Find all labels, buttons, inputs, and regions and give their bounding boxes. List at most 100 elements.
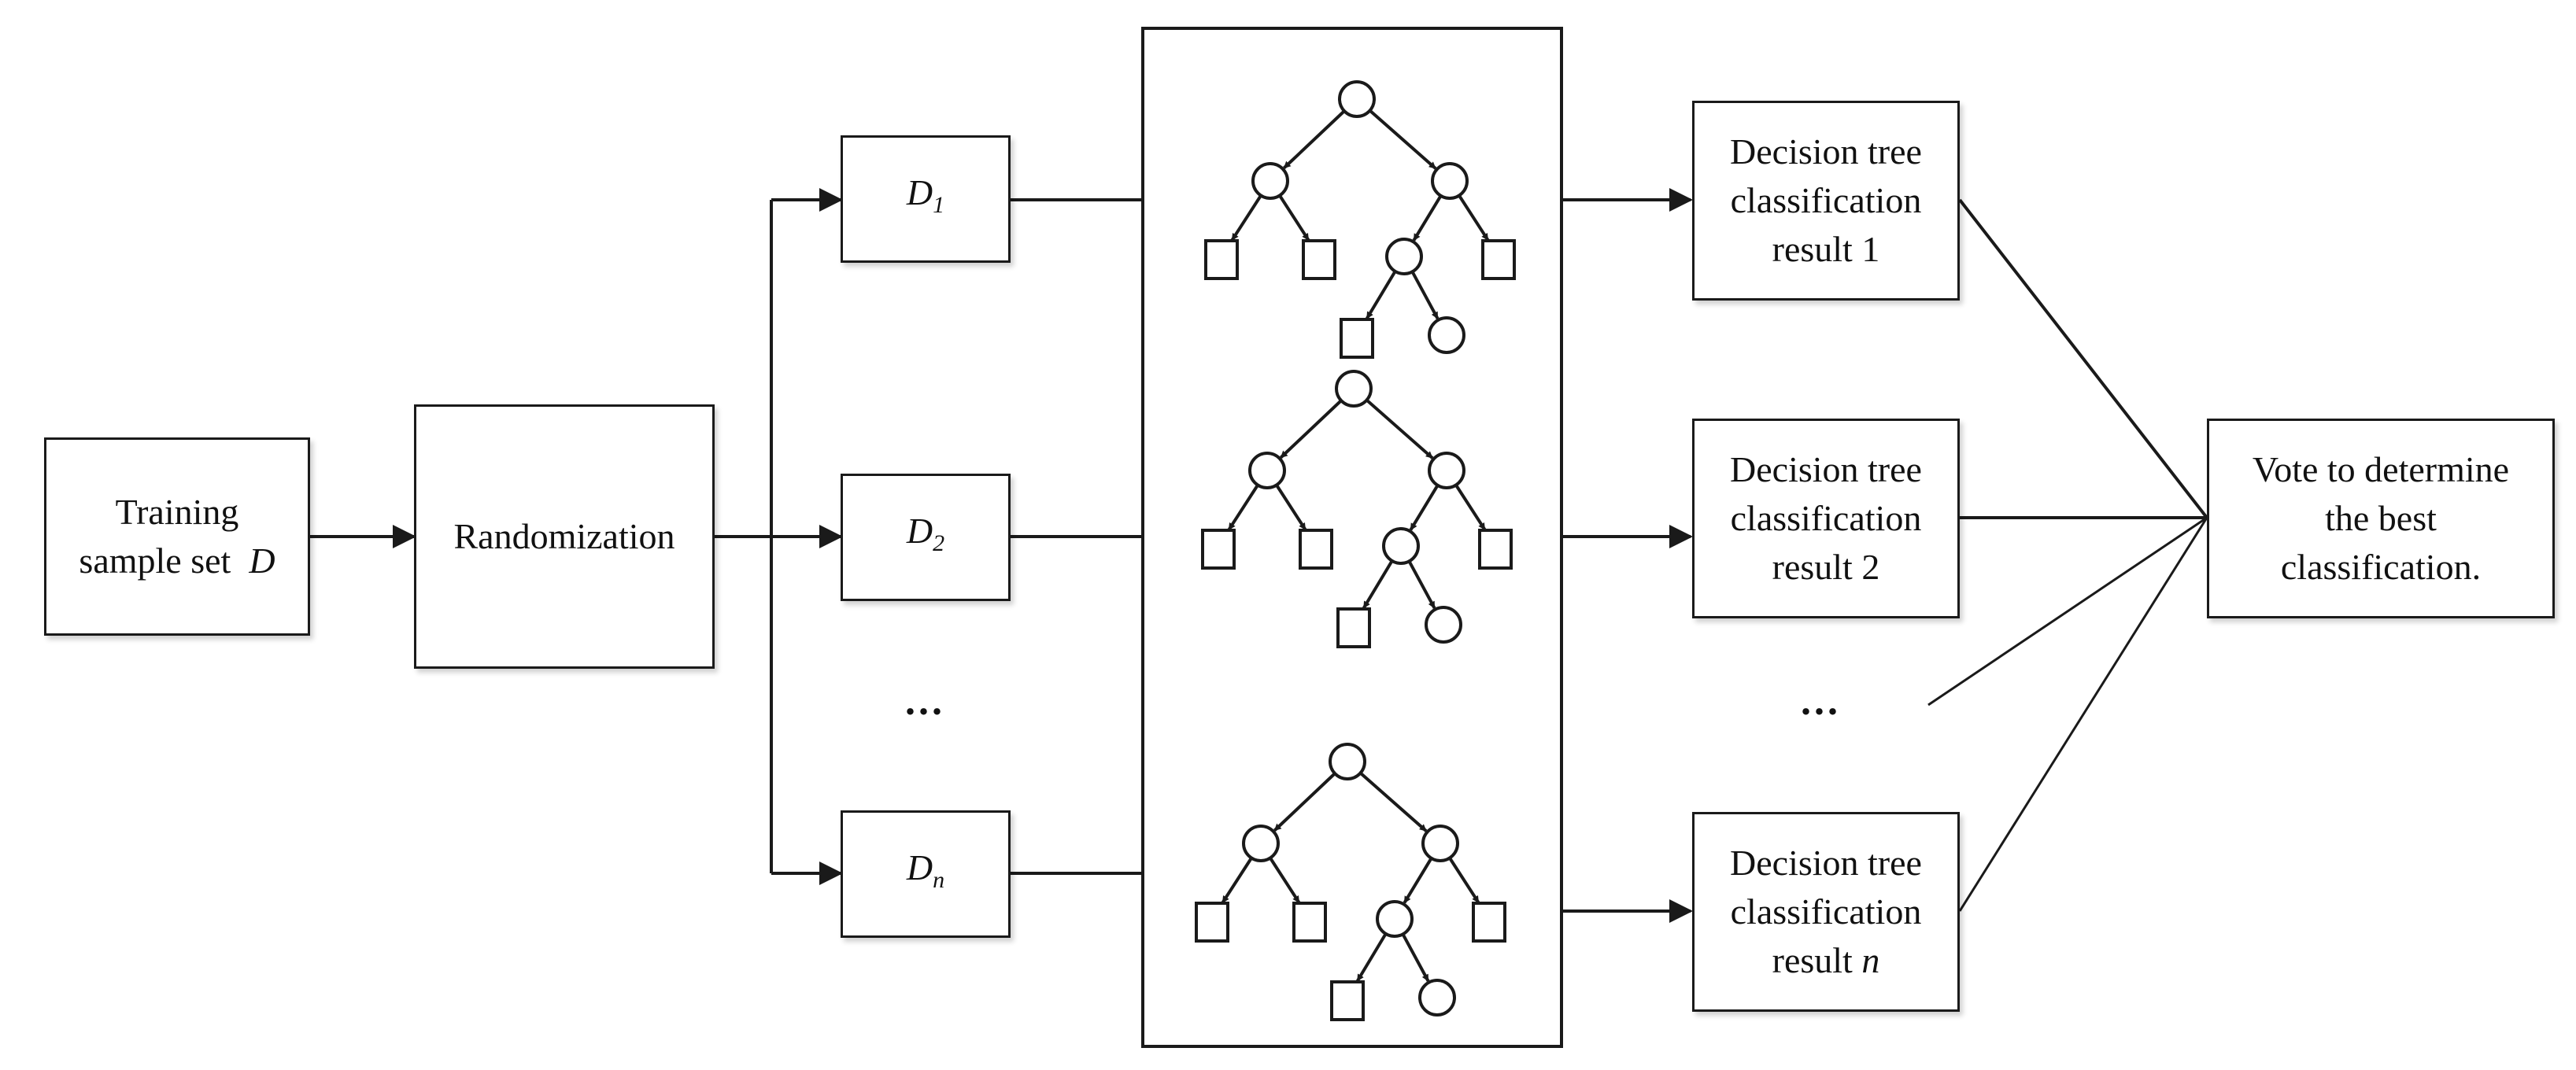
- result-1-line-2: classification: [1730, 180, 1922, 220]
- subset-d2-box: D2: [841, 474, 1011, 601]
- tree-leaf-square: [1195, 902, 1229, 943]
- tree-node-circle: [1329, 743, 1366, 780]
- subset-d1-label: D1: [907, 168, 944, 230]
- line-ellipsis-to-vote: [1927, 516, 2208, 707]
- tree-edge-arrow: [1221, 857, 1253, 904]
- tree-node-circle: [1335, 370, 1373, 408]
- result-n-line-3: result n: [1772, 936, 1880, 985]
- result-1-symbol: 1: [1861, 229, 1880, 269]
- tree-edge-arrow: [1458, 194, 1490, 242]
- vote-line-1: Vote to determine: [2252, 449, 2510, 489]
- result-1-box: Decision tree classification result 1: [1692, 101, 1960, 301]
- subset-d1-sub: 1: [933, 192, 945, 218]
- decision-tree-icon-2: [1201, 370, 1513, 648]
- tree-leaf-square: [1201, 529, 1236, 570]
- tree-edge-arrow: [1275, 484, 1307, 531]
- tree-edge-arrow: [1369, 109, 1437, 170]
- tree-node-circle: [1251, 162, 1289, 200]
- tree-edge-arrow: [1454, 484, 1487, 531]
- result-n-line-3-text: result: [1772, 940, 1853, 980]
- tree-leaf-square: [1336, 607, 1371, 648]
- training-line-2: sample set D: [79, 537, 275, 585]
- subset-d2-sub: 2: [933, 530, 945, 556]
- tree-node-circle: [1385, 238, 1423, 275]
- vote-box: Vote to determine the best classificatio…: [2207, 419, 2555, 618]
- tree-leaf-square: [1204, 239, 1239, 280]
- tree-edge-arrow: [1407, 560, 1436, 609]
- tree-node-circle: [1428, 316, 1465, 354]
- randomization-box: Randomization: [414, 404, 715, 669]
- result-n-box: Decision tree classification result n: [1692, 812, 1960, 1012]
- tree-edge-arrow: [1412, 194, 1443, 242]
- result-1-line-3: result 1: [1772, 225, 1880, 274]
- subset-d2-label: D2: [907, 507, 944, 568]
- tree-node-circle: [1431, 162, 1469, 200]
- result-2-symbol: 2: [1861, 547, 1880, 587]
- training-set-symbol: D: [249, 541, 275, 581]
- tree-edge-arrow: [1359, 772, 1428, 832]
- tree-edge-arrow: [1366, 270, 1397, 319]
- line-result-1-to-vote: [1958, 198, 2208, 519]
- vote-line-2: the best: [2325, 498, 2437, 538]
- result-2-line-3-text: result: [1772, 547, 1853, 587]
- decision-tree-icon-3: [1195, 743, 1506, 1021]
- tree-edge-arrow: [1280, 399, 1343, 459]
- tree-leaf-square: [1302, 239, 1336, 280]
- subset-dn-sub: n: [933, 867, 945, 893]
- randomization-label: Randomization: [453, 516, 675, 556]
- result-2-line-1: Decision tree: [1730, 449, 1922, 489]
- tree-leaf-square: [1330, 980, 1365, 1021]
- tree-edge-arrow: [1410, 271, 1440, 319]
- tree-node-circle: [1421, 825, 1459, 862]
- tree-edge-arrow: [1409, 484, 1440, 531]
- result-n-line-1: Decision tree: [1730, 843, 1922, 883]
- tree-edge-arrow: [1448, 857, 1480, 904]
- result-2-box: Decision tree classification result 2: [1692, 419, 1960, 618]
- tree-edge-arrow: [1401, 933, 1430, 982]
- result-n-symbol: n: [1861, 940, 1880, 980]
- tree-edge-arrow: [1366, 399, 1434, 459]
- tree-edge-arrow: [1403, 857, 1433, 904]
- tree-leaf-square: [1472, 902, 1506, 943]
- training-sample-set-box: Training sample set D: [44, 437, 310, 636]
- tree-node-circle: [1242, 825, 1280, 862]
- tree-edge-arrow: [1269, 857, 1301, 904]
- decision-tree-icon-1: [1204, 80, 1516, 359]
- tree-leaf-square: [1478, 529, 1513, 570]
- result-n-line-2: classification: [1730, 891, 1922, 932]
- tree-node-circle: [1376, 900, 1414, 938]
- tree-leaf-square: [1292, 902, 1327, 943]
- training-line-2-text: sample set: [79, 541, 231, 581]
- tree-leaf-square: [1340, 318, 1374, 359]
- result-1-line-3-text: result: [1772, 229, 1853, 269]
- tree-node-circle: [1338, 80, 1376, 118]
- tree-edge-arrow: [1273, 772, 1336, 832]
- decision-trees-group: [1195, 80, 1516, 1021]
- subset-ellipsis: ...: [905, 679, 945, 724]
- line-result-n-to-vote: [1958, 517, 2208, 912]
- tree-edge-arrow: [1356, 932, 1388, 982]
- result-2-line-2: classification: [1730, 498, 1922, 538]
- subset-d1-box: D1: [841, 135, 1011, 263]
- tree-edge-arrow: [1278, 194, 1310, 242]
- tree-leaf-square: [1481, 239, 1516, 280]
- tree-node-circle: [1248, 452, 1286, 489]
- subset-dn-box: Dn: [841, 810, 1011, 938]
- tree-node-circle: [1382, 527, 1420, 565]
- tree-node-circle: [1418, 979, 1456, 1016]
- vote-line-3: classification.: [2280, 547, 2482, 587]
- result-1-line-1: Decision tree: [1730, 131, 1922, 172]
- tree-leaf-square: [1299, 529, 1333, 570]
- tree-edge-arrow: [1227, 484, 1259, 531]
- result-ellipsis: ...: [1801, 679, 1841, 724]
- subset-d2-base: D: [906, 511, 933, 551]
- tree-edge-arrow: [1283, 109, 1346, 169]
- training-line-1: Training: [115, 492, 239, 532]
- result-2-line-3: result 2: [1772, 543, 1880, 592]
- tree-edge-arrow: [1362, 559, 1394, 609]
- subset-dn-base: D: [906, 847, 933, 887]
- forest-panel: [1141, 27, 1563, 1048]
- tree-node-circle: [1425, 606, 1462, 644]
